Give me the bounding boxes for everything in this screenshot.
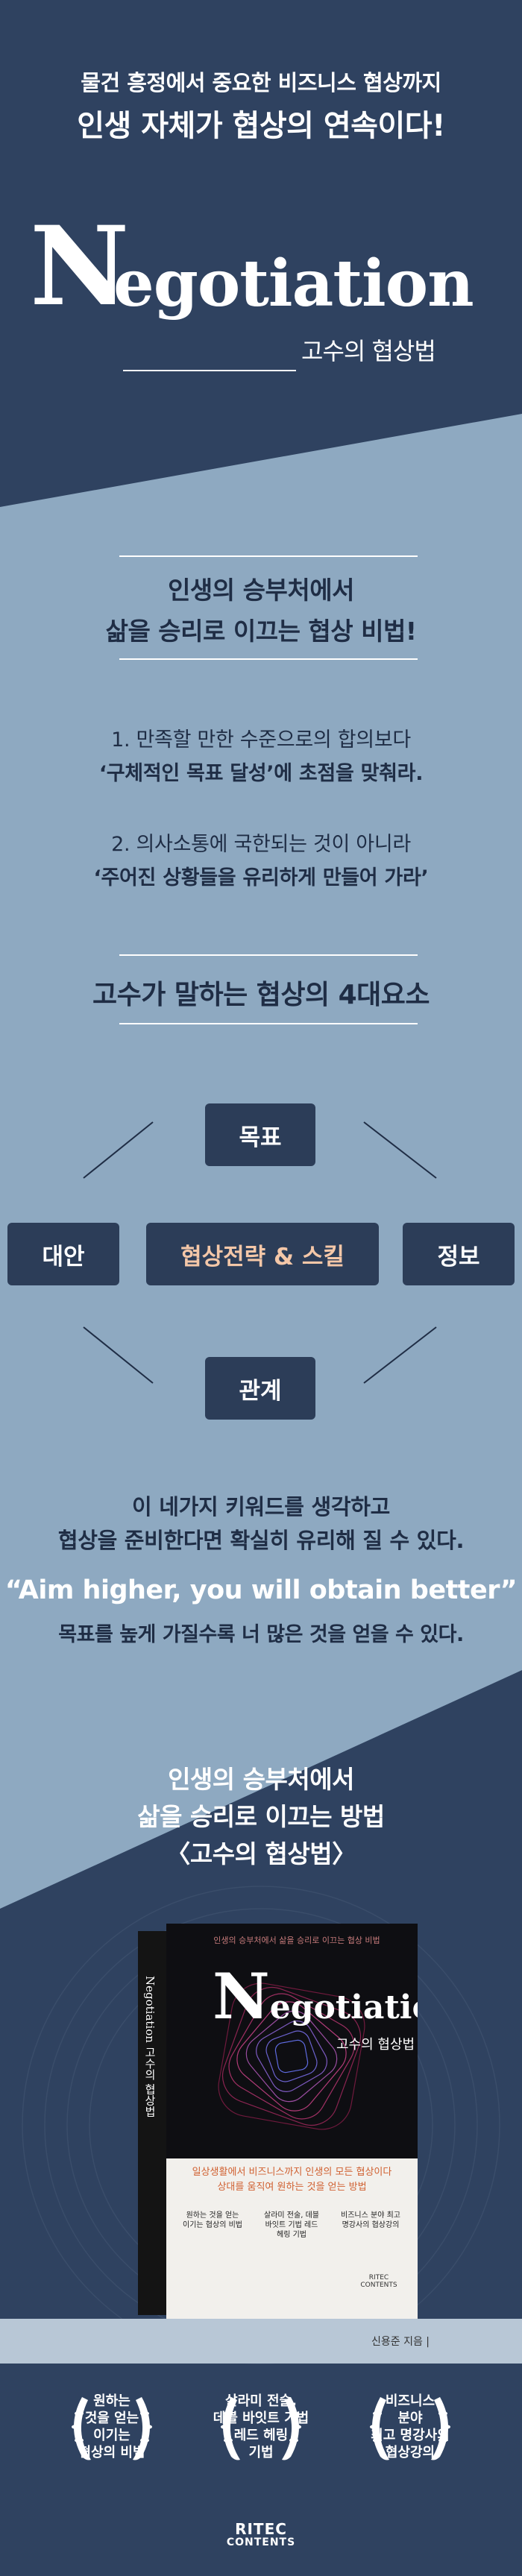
book-blurb2: 상대를 움직여 원하는 것을 얻는 방법: [217, 2182, 367, 2193]
quote-korean: 목표를 높게 가질수록 너 많은 것을 얻을 수 있다.: [58, 1623, 464, 1646]
closing-line1: 인생의 승부처에서: [168, 1765, 354, 1794]
publisher-logo-line2: CONTENTS: [226, 2536, 296, 2548]
badge-text: 비즈니스 분야 최고 명강사의 협상강의: [358, 2375, 462, 2479]
book-badge2: 살라미 전술, 데블 바잇트 기법 레드 헤링 기법: [264, 2211, 319, 2239]
keywords-caption1: 이 네가지 키워드를 생각하고: [132, 1494, 390, 1520]
point2-line1: 2. 의사소통에 국한되는 것이 아니라: [111, 833, 411, 856]
book-spine-title: Negotiation 고수의 협상법: [143, 1976, 157, 2117]
closing-line2: 삶을 승리로 이끄는 방법: [137, 1802, 385, 1831]
badge-line: 최고 명강사의: [371, 2428, 450, 2443]
keywords-title: 고수가 말하는 협상의 4대요소: [92, 980, 430, 1010]
logo-underline: [123, 370, 296, 371]
book-spine: Negotiation 고수의 협상법: [138, 1931, 166, 2315]
laurel-badge-1: 원하는 것을 얻는 이기는 협상의 비법: [60, 2375, 164, 2479]
point2-line2: ‘주어진 상황들을 유리하게 만들어 가라’: [93, 866, 429, 889]
point1-line2: ‘구체적인 목표 달성’에 초점을 맞춰라.: [98, 762, 424, 785]
closing-line3: 〈고수의 협상법〉: [166, 1839, 356, 1868]
badge-line: 비즈니스: [385, 2393, 435, 2409]
header-line2: 인생 자체가 협상의 연속이다!: [77, 109, 445, 143]
book-cover: 인생의 승부처에서 삶을 승리로 이끄는 협상 비법 Negotiation 고…: [166, 1924, 418, 2319]
section-title-line1: 인생의 승부처에서: [168, 576, 354, 605]
book-image: Negotiation 고수의 협상법 인생의 승부처에서 삶을 승리로 이끄는…: [138, 1924, 418, 2319]
author-caption: 신용준 지음 |: [371, 2336, 430, 2348]
spiral-graphic: [218, 1983, 365, 2130]
badge-line: 원하는: [93, 2393, 130, 2409]
book-logo: Negotiation: [213, 1959, 418, 2033]
laurel-icon: [370, 2397, 450, 2460]
badge-line: 레드 헤링: [233, 2428, 289, 2443]
divider: [119, 1023, 418, 1024]
divider: [119, 555, 418, 557]
keyword-left: 대안: [7, 1223, 119, 1285]
book-badge1: 원하는 것을 얻는 이기는 협상의 비법: [183, 2211, 242, 2229]
badge-line: 분야: [397, 2410, 423, 2426]
header-line1: 물건 흥정에서 중요한 비즈니스 협상까지: [81, 70, 441, 95]
keyword-bottom: 관계: [205, 1357, 315, 1420]
quote-english: “Aim higher, you will obtain better”: [4, 1575, 518, 1605]
badge-line: 이기는: [93, 2428, 130, 2443]
book-badge3: 비즈니스 분야 최고 명강사의 협상강의: [341, 2211, 400, 2229]
laurel-badge-2: 살라미 전술, 데블 바잇트 기법 레드 헤링 기법: [209, 2375, 313, 2479]
publisher-logo: RITEC CONTENTS: [0, 2520, 522, 2548]
book-top-text: 인생의 승부처에서 삶을 승리로 이끄는 협상 비법: [213, 1936, 380, 1945]
laurel-icon: [221, 2397, 301, 2460]
book-logo-rest: egotiation: [269, 1988, 418, 2027]
badge-line: 데블 바잇트 기법: [213, 2410, 309, 2426]
logo-rest: egotiation: [113, 246, 474, 321]
badge-line: 협상의 비법: [78, 2445, 145, 2461]
book-blurb1: 일상생활에서 비즈니스까지 인생의 모든 협상이다: [192, 2167, 392, 2178]
keywords-caption2: 협상을 준비한다면 확실히 유리해 질 수 있다.: [57, 1528, 465, 1553]
section-title-line2: 삶을 승리로 이끄는 협상 비법!: [105, 617, 417, 646]
book-bottom-strip: [166, 2158, 418, 2319]
point1-line1: 1. 만족할 만한 수준으로의 합의보다: [111, 728, 411, 752]
divider: [119, 954, 418, 956]
laurel-icon: [72, 2397, 152, 2460]
badge-line: 살라미 전술,: [225, 2393, 297, 2409]
badge-line: 기법: [248, 2445, 274, 2461]
logo-initial: N: [30, 203, 130, 330]
badge-line: 것을 얻는: [84, 2410, 139, 2426]
publisher-logo-line1: RITEC: [235, 2520, 287, 2538]
keyword-center: 협상전략 & 스킬: [146, 1223, 379, 1285]
logo-subtitle: 고수의 협상법: [301, 337, 436, 365]
laurel-badge-3: 비즈니스 분야 최고 명강사의 협상강의: [358, 2375, 462, 2479]
badge-text: 살라미 전술, 데블 바잇트 기법 레드 헤링 기법: [209, 2375, 313, 2479]
book-logo-initial: N: [213, 1959, 270, 2033]
book-subtitle: 고수의 협상법: [336, 2037, 415, 2053]
keyword-top: 목표: [205, 1103, 315, 1166]
badge-text: 원하는 것을 얻는 이기는 협상의 비법: [60, 2375, 164, 2479]
divider: [119, 658, 418, 660]
badge-line: 협상강의: [385, 2445, 435, 2461]
keyword-right: 정보: [403, 1223, 515, 1285]
book-publisher: RITEC CONTENTS: [360, 2274, 397, 2289]
